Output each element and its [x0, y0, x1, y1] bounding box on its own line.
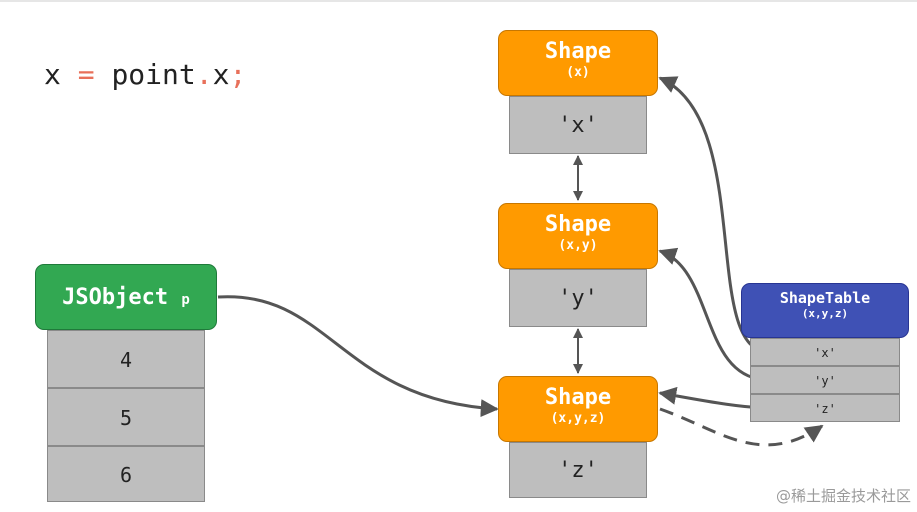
- shapetable-title: ShapeTable: [779, 289, 871, 307]
- shape-xyz-title: Shape: [544, 385, 612, 410]
- shape-x-header: Shape (x): [498, 30, 658, 96]
- shapetable-props: (x,y,z): [801, 307, 849, 320]
- shape-x-title: Shape: [544, 39, 612, 64]
- shapetable-row-y: 'y': [750, 366, 900, 394]
- jsobject-value-1: 5: [47, 388, 205, 446]
- shape-xyz-header: Shape (x,y,z): [498, 376, 658, 442]
- jsobject-title: JSObject: [62, 285, 169, 310]
- code-object: point: [111, 58, 196, 91]
- table-y-to-shape-arrow: [658, 247, 770, 382]
- shape-xyz-key: 'z': [509, 442, 647, 498]
- shapetable-header: ShapeTable (x,y,z): [741, 283, 909, 338]
- shape-to-table-dashed-arrow: [659, 407, 824, 447]
- shape-x-key: 'x': [509, 96, 647, 154]
- jsobject-var: p: [181, 292, 190, 308]
- code-dot: .: [195, 58, 213, 91]
- shape-xy-props: (x,y): [558, 238, 598, 253]
- watermark: @稀土掘金技术社区: [775, 487, 911, 505]
- jsobject-value-0: 4: [47, 330, 205, 388]
- jsobject-to-shape-arrow: [217, 295, 499, 418]
- code-semicolon: ;: [229, 58, 247, 91]
- top-divider: [0, 0, 917, 2]
- shape-xy-header: Shape (x,y): [498, 203, 658, 269]
- jsobject-header: JSObject p: [35, 264, 217, 330]
- shape-xy-key: 'y': [509, 269, 647, 327]
- code-snippet: x = point.x;: [44, 58, 246, 91]
- shapetable-row-x: 'x': [750, 338, 900, 366]
- shapetable-row-z: 'z': [750, 394, 900, 422]
- code-property: x: [212, 58, 230, 91]
- code-lhs: x: [44, 58, 61, 91]
- shape-xyz-props: (x,y,z): [550, 411, 606, 426]
- jsobject-value-2: 6: [47, 446, 205, 502]
- shape-x-props: (x): [566, 65, 590, 80]
- table-x-to-shape-arrow: [658, 76, 770, 354]
- shape-xy-title: Shape: [544, 212, 612, 237]
- code-equals: =: [77, 58, 95, 91]
